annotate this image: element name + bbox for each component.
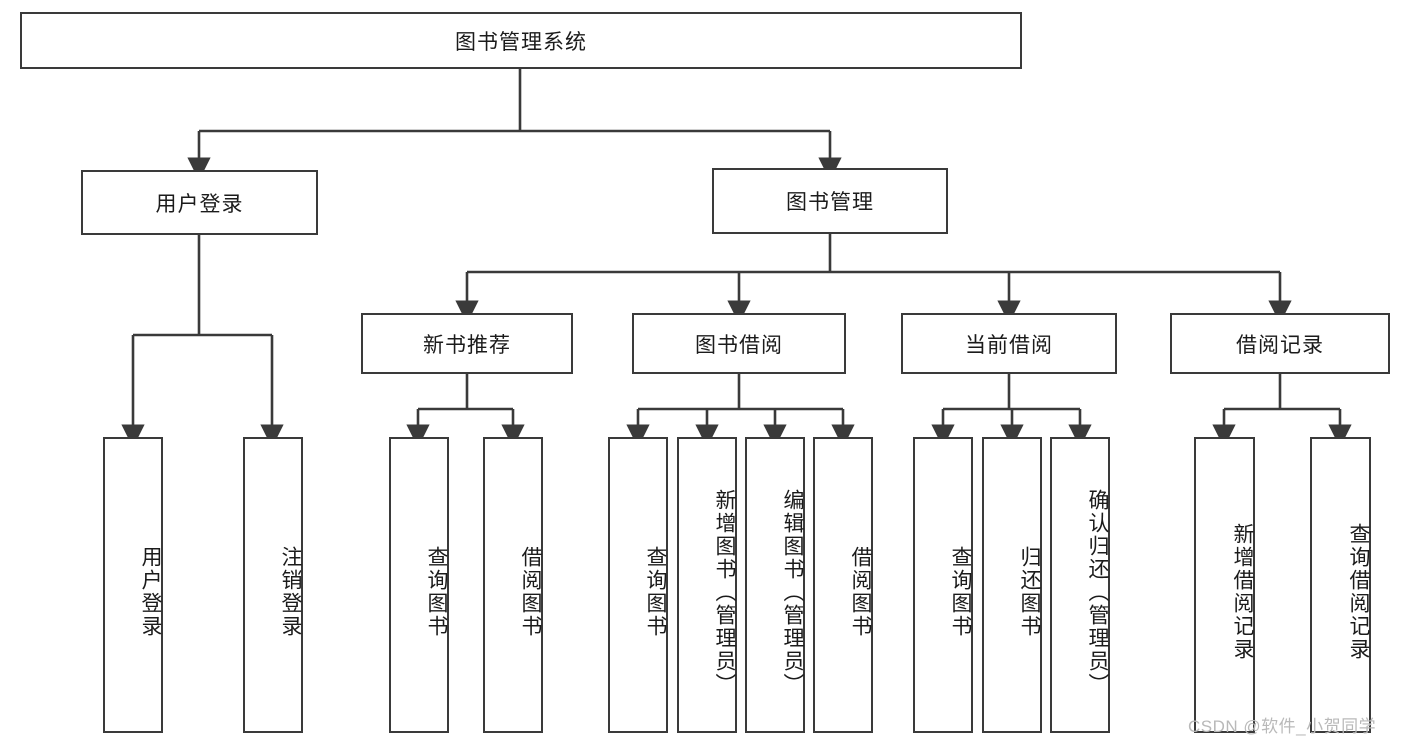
node-label: 图书管理系统 [455, 30, 587, 54]
node-label: 借阅图书 [849, 546, 872, 638]
node-label: 用户登录 [139, 546, 162, 638]
leaf-query-book-current[interactable]: 查询图书 [913, 437, 973, 733]
leaf-add-book-admin[interactable]: 新增图书（管理员） [677, 437, 737, 733]
leaf-query-book-borrow[interactable]: 查询图书 [608, 437, 668, 733]
node-label: 新增借阅记录 [1231, 523, 1254, 661]
node-label: 借阅记录 [1236, 333, 1324, 357]
leaf-borrow-book-new-book[interactable]: 借阅图书 [483, 437, 543, 733]
node-label: 查询借阅记录 [1347, 523, 1370, 661]
leaf-borrow-book-borrow[interactable]: 借阅图书 [813, 437, 873, 733]
node-label: 查询图书 [425, 546, 448, 638]
leaf-logout-login[interactable]: 注销登录 [243, 437, 303, 733]
node-book-management[interactable]: 图书管理 [712, 168, 948, 234]
leaf-user-login[interactable]: 用户登录 [103, 437, 163, 733]
node-label: 编辑图书（管理员） [781, 488, 804, 696]
node-label: 图书借阅 [695, 333, 783, 357]
node-book-borrow[interactable]: 图书借阅 [632, 313, 846, 374]
node-user-login[interactable]: 用户登录 [81, 170, 318, 235]
node-label: 借阅图书 [519, 546, 542, 638]
leaf-query-book-new-book[interactable]: 查询图书 [389, 437, 449, 733]
node-label: 归还图书 [1018, 546, 1041, 638]
node-book-management-system[interactable]: 图书管理系统 [20, 12, 1022, 69]
node-label: 注销登录 [279, 546, 302, 638]
node-new-book-recommend[interactable]: 新书推荐 [361, 313, 573, 374]
node-label: 用户登录 [155, 192, 244, 216]
csdn-watermark: CSDN @软件_小贺同学 [1188, 717, 1377, 736]
leaf-add-borrow-record[interactable]: 新增借阅记录 [1194, 437, 1255, 733]
leaf-edit-book-admin[interactable]: 编辑图书（管理员） [745, 437, 805, 733]
node-borrow-record[interactable]: 借阅记录 [1170, 313, 1390, 374]
node-label: 查询图书 [949, 546, 972, 638]
leaf-confirm-return-admin[interactable]: 确认归还（管理员） [1050, 437, 1110, 733]
node-label: 新增图书（管理员） [713, 488, 736, 696]
node-label: 当前借阅 [965, 333, 1053, 357]
leaf-return-book[interactable]: 归还图书 [982, 437, 1042, 733]
leaf-query-borrow-record[interactable]: 查询借阅记录 [1310, 437, 1371, 733]
node-label: 查询图书 [644, 546, 667, 638]
node-label: 图书管理 [786, 191, 874, 214]
node-current-borrow[interactable]: 当前借阅 [901, 313, 1117, 374]
node-label: 确认归还（管理员） [1086, 488, 1109, 696]
node-label: 新书推荐 [423, 333, 511, 357]
